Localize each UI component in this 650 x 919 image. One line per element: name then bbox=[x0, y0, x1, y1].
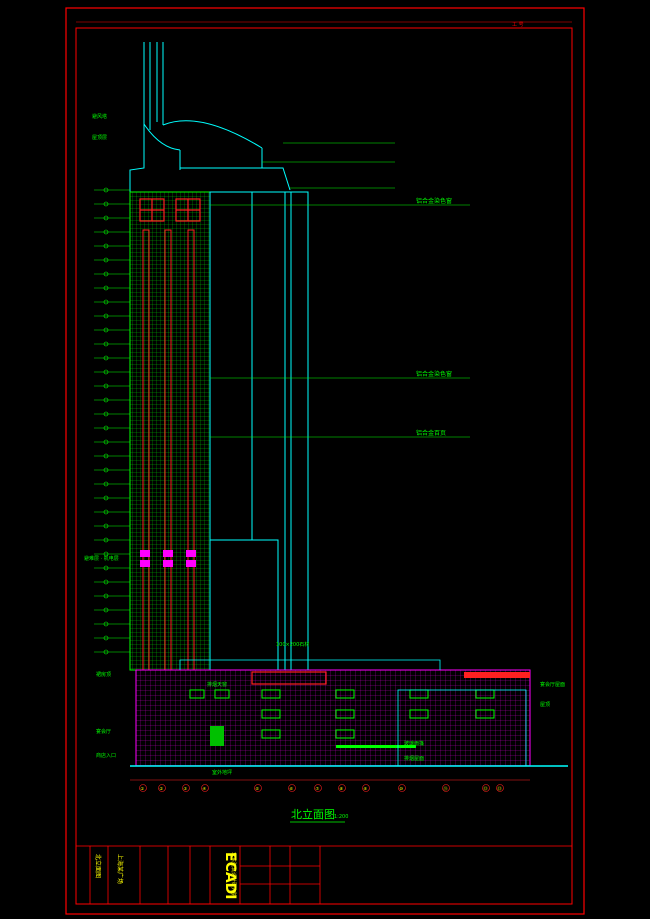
podium bbox=[135, 669, 531, 767]
axis-label: ⑥ bbox=[290, 786, 294, 791]
axis-label: ⑫ bbox=[484, 785, 488, 791]
axis-bubble bbox=[201, 784, 209, 792]
entrance-label: 商店入口 bbox=[96, 752, 116, 759]
outer-frame bbox=[65, 7, 585, 915]
axis-bubble bbox=[442, 784, 450, 792]
level-label-base: 宴会厅 bbox=[96, 728, 111, 735]
axis-label: ⑩ bbox=[400, 786, 404, 791]
axis-bubble bbox=[314, 784, 322, 792]
title-block-drawing-name: 北立面图 bbox=[94, 854, 102, 878]
tower-curtain-wall bbox=[129, 191, 211, 671]
axis-bubble bbox=[398, 784, 406, 792]
axis-label: ⑦ bbox=[316, 786, 320, 791]
company-logo: ECADI bbox=[222, 852, 238, 900]
callout-louver: 铝合金百页 bbox=[416, 429, 446, 437]
axis-label: ① bbox=[141, 786, 145, 791]
tower-crown-windows bbox=[139, 198, 201, 222]
tower-crown bbox=[129, 42, 291, 193]
roof-label: 屋顶 bbox=[540, 702, 550, 708]
axis-bubble bbox=[158, 784, 166, 792]
hall-roof-band bbox=[464, 672, 530, 678]
axis-label: ⑧ bbox=[340, 786, 344, 791]
axis-label: ⑪ bbox=[444, 785, 448, 791]
tower-core bbox=[209, 191, 309, 671]
title-block-project: 上海某广场 bbox=[116, 854, 124, 884]
drawing-title: 北立面图 bbox=[291, 807, 335, 821]
callout-leaders bbox=[210, 142, 470, 438]
hall-roof-label: 宴会厅屋面 bbox=[540, 681, 565, 688]
axis-label: ② bbox=[160, 786, 164, 791]
axis-bubbles: ① ② ③ ④ ⑤ ⑥ ⑦ ⑧ ⑨ ⑩ ⑪ ⑫ ⑬ bbox=[139, 784, 504, 792]
axis-bubble bbox=[482, 784, 490, 792]
entrance-glass bbox=[210, 726, 224, 746]
callout-window-1: 铝合金染色窗 bbox=[416, 197, 452, 205]
glass-canopy bbox=[336, 745, 416, 748]
callout-window-2: 铝合金染色窗 bbox=[416, 370, 452, 378]
company-name: 华东建筑设计研究院 bbox=[230, 852, 237, 897]
header-right: 工 号 bbox=[512, 22, 524, 28]
axis-label: ⑤ bbox=[256, 786, 260, 791]
outdoor-label: 室外地坪 bbox=[212, 769, 232, 776]
axis-label: ④ bbox=[203, 786, 207, 791]
axis-bubble bbox=[254, 784, 262, 792]
stone-callout: 100×200石材 bbox=[276, 641, 309, 648]
axis-bubble bbox=[362, 784, 370, 792]
level-markers bbox=[94, 187, 130, 655]
axis-label: ⑬ bbox=[498, 785, 502, 791]
level-label-top-2: 屋顶层 bbox=[92, 135, 107, 141]
podium-red-band bbox=[251, 671, 327, 685]
title-block bbox=[75, 845, 573, 905]
level-label-low: 裙房顶 bbox=[96, 671, 111, 678]
axis-bubble bbox=[139, 784, 147, 792]
smoke-window-label: 排烟天窗 bbox=[207, 681, 227, 688]
level-label-top-1: 避风塔 bbox=[92, 113, 107, 120]
axis-bubble bbox=[496, 784, 504, 792]
axis-label: ③ bbox=[184, 786, 188, 791]
glass-canopy-label: 玻璃雨篷 bbox=[404, 740, 424, 747]
axis-bubble bbox=[288, 784, 296, 792]
drawing-scale: 1:200 bbox=[334, 814, 348, 820]
axis-bubble bbox=[338, 784, 346, 792]
smoke-roof-label: 排烟屋面 bbox=[404, 755, 424, 762]
axis-label: ⑨ bbox=[364, 786, 368, 791]
axis-bubble bbox=[182, 784, 190, 792]
level-label-mid: 避难层 · 机电层 bbox=[84, 555, 119, 562]
refuge-floor-marks bbox=[140, 550, 196, 567]
